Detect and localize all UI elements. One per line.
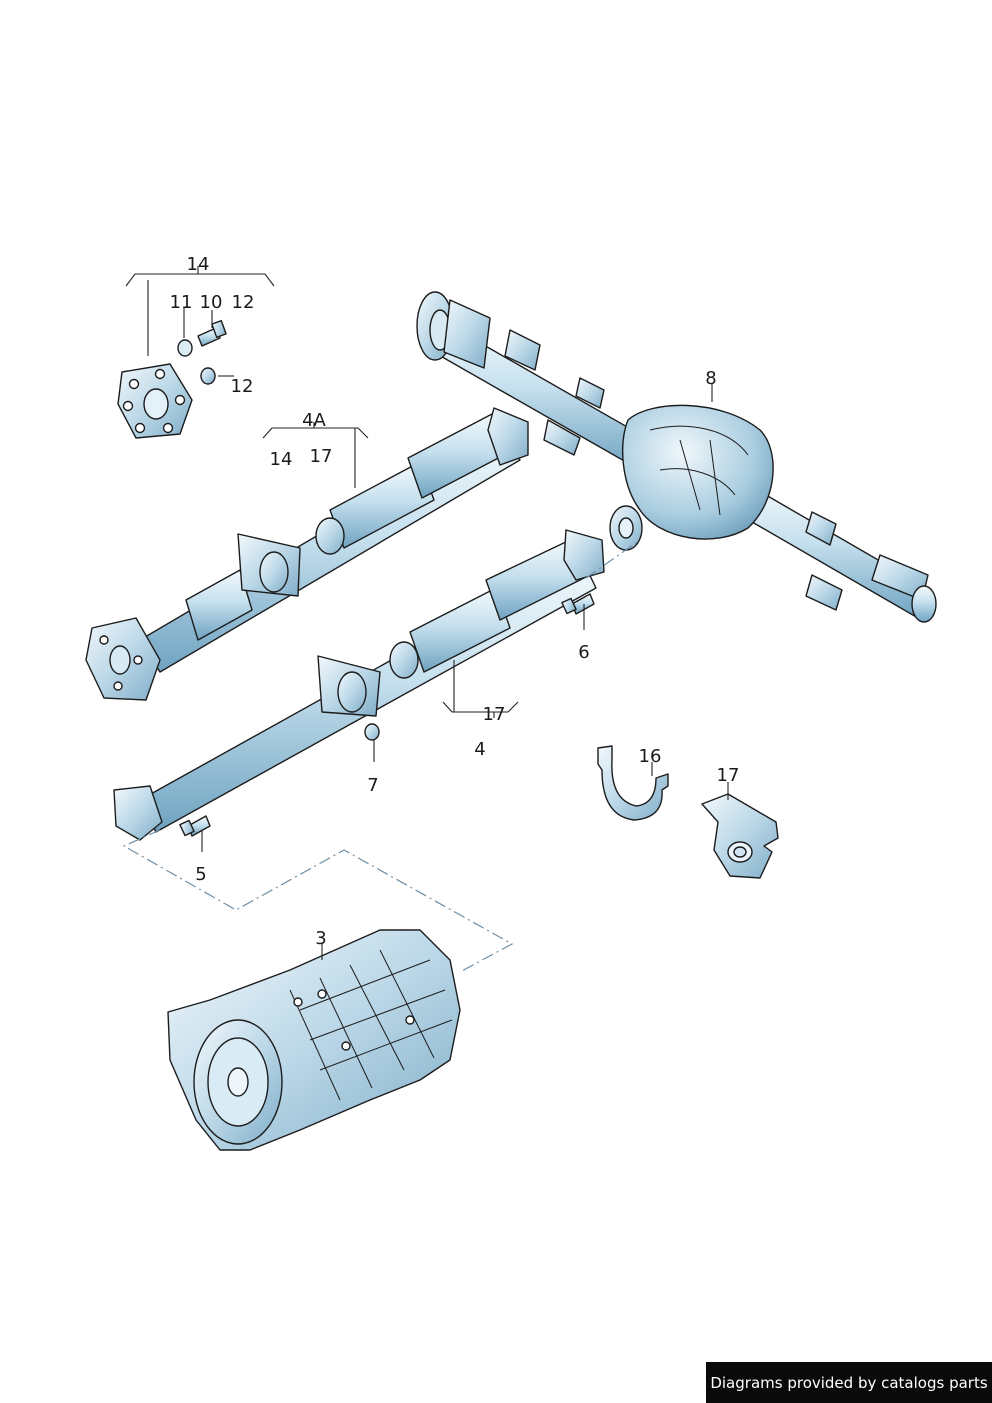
- nut-12: [200, 367, 216, 385]
- propshaft-4: [113, 529, 605, 841]
- callout-8: 8: [705, 368, 716, 389]
- callout-11: 11: [170, 292, 193, 313]
- callout-17-mid: 17: [310, 446, 333, 467]
- callout-16: 16: [639, 746, 662, 767]
- bolt-5: [179, 815, 211, 837]
- callout-6: 6: [578, 642, 589, 663]
- flex-disc-14: [117, 363, 193, 439]
- washer-11: [177, 339, 193, 357]
- propshaft-4a: [85, 407, 529, 701]
- callout-4a: 4A: [302, 410, 326, 431]
- center-bearing-17: [701, 793, 779, 879]
- callout-5: 5: [195, 864, 206, 885]
- callout-3: 3: [315, 928, 326, 949]
- callout-14: 14: [187, 254, 210, 275]
- bracket-16: [597, 745, 669, 821]
- callout-12-top: 12: [232, 292, 255, 313]
- footer-credit: Diagrams provided by catalogs parts: [706, 1362, 992, 1403]
- bolt-6: [561, 593, 595, 615]
- bolt-10: [197, 320, 227, 347]
- callout-7: 7: [367, 775, 378, 796]
- assembly-lines: [122, 539, 641, 973]
- callout-4: 4: [474, 739, 485, 760]
- callout-14-mid: 14: [270, 449, 293, 470]
- callout-10: 10: [200, 292, 223, 313]
- transmission-3: [167, 929, 461, 1151]
- leader-lines: [125, 266, 729, 960]
- callout-labels: 14 11 10 12 12 4A 14 17 8 6 17 4 7 16 17…: [170, 254, 740, 949]
- callout-17-low: 17: [483, 704, 506, 725]
- nut-7: [364, 723, 380, 741]
- callout-17-right: 17: [717, 765, 740, 786]
- rear-axle: [416, 291, 937, 623]
- callout-12-nut: 12: [231, 376, 254, 397]
